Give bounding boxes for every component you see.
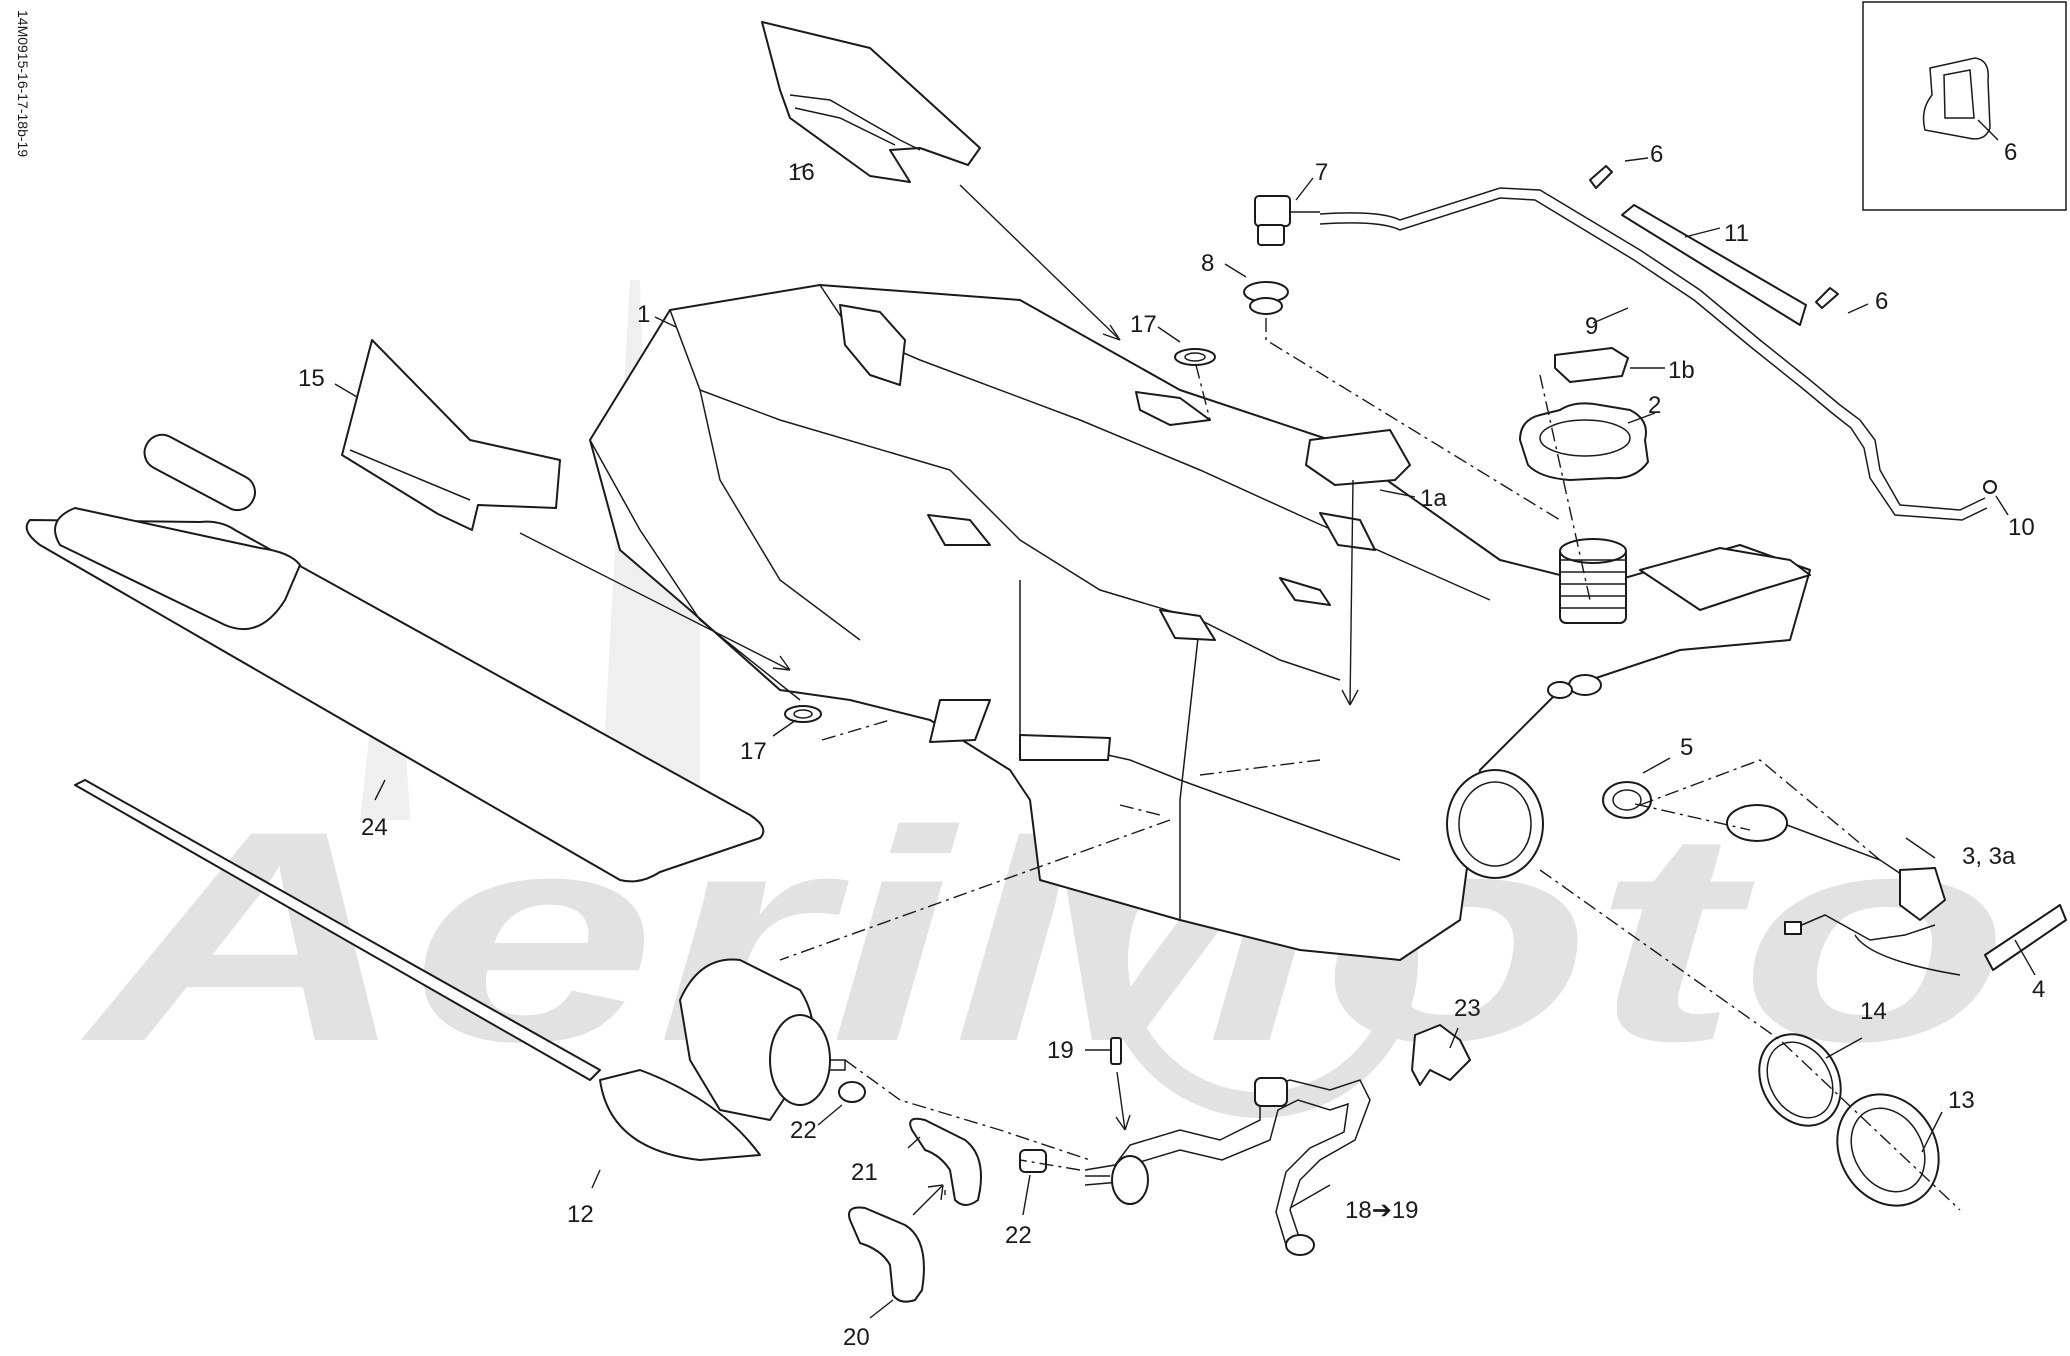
callout-8: 8	[1201, 250, 1214, 277]
vent-valve-7	[1254, 195, 1320, 246]
callout-18-19: 18➔19	[1345, 1197, 1419, 1224]
sensor-3	[1726, 804, 1946, 921]
callout-3-3a: 3, 3a	[1962, 843, 2016, 870]
callout-20: 20	[843, 1324, 870, 1351]
callout-2: 2	[1648, 392, 1661, 419]
callout-19: 19	[1047, 1037, 1074, 1064]
callout-22b: 22	[1005, 1222, 1032, 1249]
clamp-6b	[1815, 287, 1839, 309]
callout-24: 24	[361, 814, 388, 841]
lock-ring-13	[1836, 1093, 1940, 1207]
callout-1: 1	[637, 301, 650, 328]
callout-22a: 22	[790, 1117, 817, 1144]
callout-6b: 6	[1875, 288, 1888, 315]
callout-11: 11	[1724, 220, 1749, 247]
fuel-cap-2	[1519, 402, 1649, 481]
callout-4: 4	[2032, 976, 2045, 1003]
pad-1a	[1305, 429, 1411, 486]
grommet-8	[1243, 281, 1289, 315]
callout-23: 23	[1454, 995, 1481, 1022]
callout-10: 10	[2008, 514, 2035, 541]
clamp-6a	[1589, 165, 1613, 189]
callout-21: 21	[851, 1159, 878, 1186]
heat-shield-16	[761, 21, 981, 183]
pad-1b	[1554, 347, 1629, 383]
grommet-17b	[784, 705, 822, 723]
fuel-line-18	[1084, 1077, 1371, 1256]
clip-23	[1411, 1024, 1471, 1086]
inset-label: 6	[2004, 139, 2017, 166]
callout-14: 14	[1860, 998, 1887, 1025]
diagram-code: 14M0915-16-17-18b-19	[15, 10, 31, 157]
callout-6a: 6	[1650, 141, 1663, 168]
callout-15: 15	[298, 365, 325, 392]
heat-shield-15	[341, 339, 561, 531]
callout-17b: 17	[740, 738, 767, 765]
vent-hose-9	[1319, 187, 1988, 521]
callout-12: 12	[567, 1201, 594, 1228]
clamp-22b	[1019, 1149, 1047, 1173]
clamp-5	[1602, 781, 1652, 819]
rod-12	[74, 779, 761, 1161]
hose-20	[848, 1206, 925, 1303]
clamp-6-inset-part	[1922, 57, 1991, 140]
grommet-17a	[1174, 348, 1216, 366]
callout-1b: 1b	[1668, 357, 1695, 384]
clamp-22a	[838, 1081, 866, 1103]
clamp-10	[1983, 480, 1997, 494]
connector-19	[1110, 1037, 1122, 1065]
callout-7: 7	[1315, 159, 1328, 186]
hose-21	[909, 1117, 982, 1206]
callout-9: 9	[1585, 313, 1598, 340]
arrows	[519, 184, 1359, 1216]
harness-3a	[1784, 914, 1961, 976]
fuel-tank-1	[589, 284, 1811, 961]
callout-16: 16	[788, 159, 815, 186]
callout-labels: 1 1a 1b 2 3, 3a 4 5 6 6 7 8 9 10 11 12 1…	[298, 141, 2045, 1351]
pad-24	[25, 433, 765, 883]
leader-lines	[334, 157, 2036, 1319]
inset-box: 6	[1862, 1, 2067, 211]
callout-13: 13	[1948, 1087, 1975, 1114]
sleeve-11	[1621, 204, 1807, 326]
callout-5: 5	[1680, 734, 1693, 761]
oring-14	[1758, 1033, 1842, 1127]
callout-17a: 17	[1130, 311, 1157, 338]
fuel-pump-12	[679, 958, 846, 1121]
callout-1a: 1a	[1420, 485, 1447, 512]
dashed-guides	[779, 318, 1961, 1211]
hose-4	[1984, 904, 2067, 971]
